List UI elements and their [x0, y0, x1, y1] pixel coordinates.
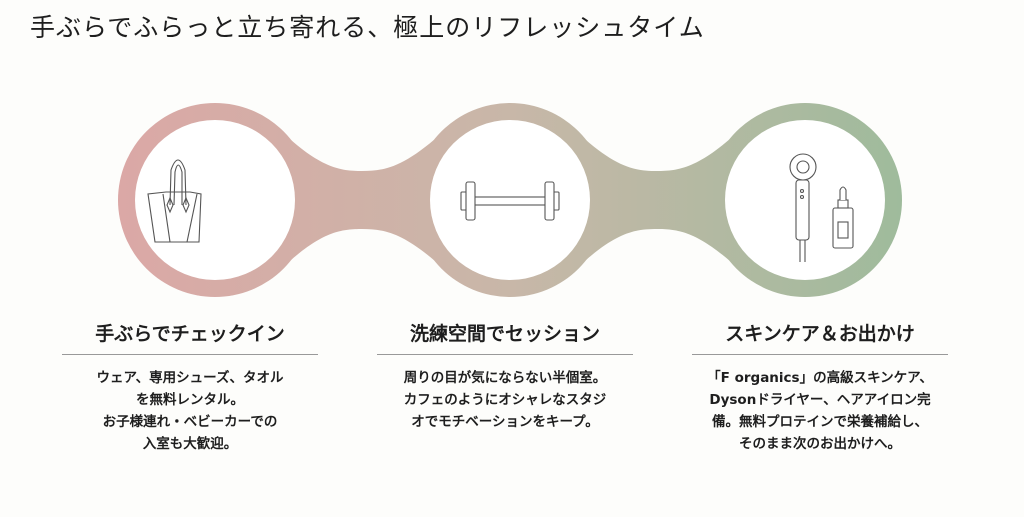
- hairdryer-and-serum-icon: [789, 153, 854, 262]
- connector-2-3: [575, 130, 740, 270]
- divider: [62, 354, 318, 355]
- divider: [377, 354, 633, 355]
- description-line: 入室も大歓迎。: [142, 436, 238, 452]
- step-1: 手ぶらでチェックイン ウェア、専用シューズ、タオル を無料レンタル。 お子様連れ…: [62, 318, 318, 455]
- step-heading: 洗練空間でセッション: [409, 323, 600, 345]
- page-title: 手ぶらでふらっと立ち寄れる、極上のリフレッシュタイム: [30, 13, 705, 42]
- description-line: 「F organics」の高級スキンケア、: [707, 370, 933, 386]
- step-heading: スキンケア＆お出かけ: [725, 323, 915, 345]
- description-line: カフェのようにオシャレなスタジ: [403, 392, 607, 408]
- description-line: を無料レンタル。: [136, 392, 244, 408]
- description-line: ウェア、専用シューズ、タオル: [96, 370, 284, 386]
- description-line: 備。無料プロテインで栄養補給し、: [712, 414, 928, 430]
- description-line: お子様連れ・ベビーカーでの: [102, 414, 278, 430]
- description-line: オでモチベーションをキープ。: [411, 414, 599, 430]
- step-description: 「F organics」の高級スキンケア、 Dysonドライヤー、ヘアアイロン完…: [692, 367, 948, 455]
- description-line: 周りの目が気にならない半個室。: [403, 370, 607, 386]
- divider: [692, 354, 948, 355]
- description-line: Dysonドライヤー、ヘアアイロン完: [709, 392, 931, 408]
- step-3: スキンケア＆お出かけ 「F organics」の高級スキンケア、 Dysonドラ…: [692, 318, 948, 455]
- step-heading: 手ぶらでチェックイン: [95, 323, 285, 345]
- handbag-icon: [147, 159, 202, 243]
- connector-1-2: [280, 130, 445, 270]
- dumbbell-icon: [460, 181, 560, 221]
- step-2: 洗練空間でセッション 周りの目が気にならない半個室。 カフェのようにオシャレなス…: [377, 318, 633, 433]
- description-line: そのまま次のお出かけへ。: [739, 436, 901, 452]
- step-description: ウェア、専用シューズ、タオル を無料レンタル。 お子様連れ・ベビーカーでの 入室…: [62, 367, 318, 455]
- step-description: 周りの目が気にならない半個室。 カフェのようにオシャレなスタジ オでモチベーショ…: [377, 367, 633, 433]
